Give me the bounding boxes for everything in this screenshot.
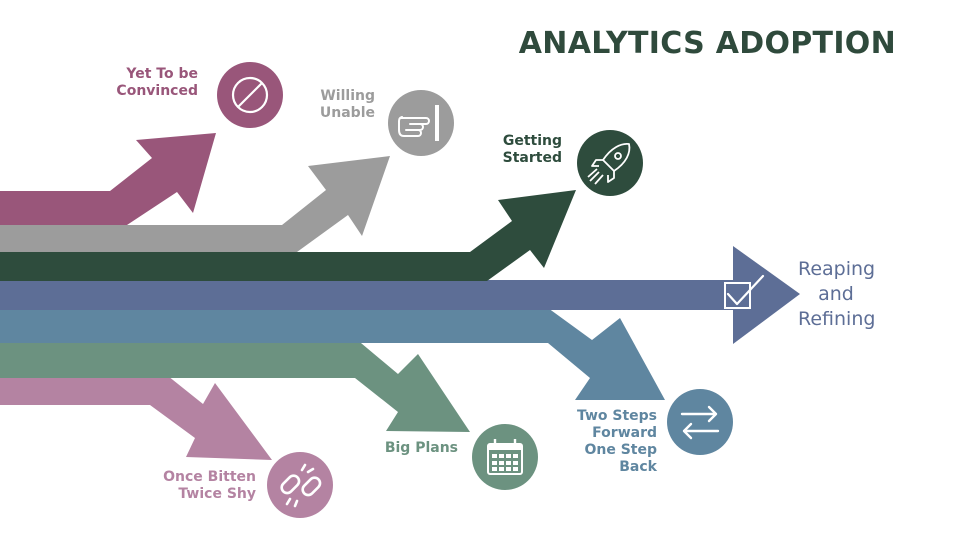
arrow-big-plans [0, 338, 470, 432]
label-line: Twice Shy [178, 486, 256, 502]
label-line: Yet To be [126, 66, 198, 82]
label-line: One Step [584, 442, 657, 458]
pointing-hand-icon [388, 90, 454, 156]
label-line: Refining [798, 308, 876, 330]
arrow-shape-willing-unable [0, 156, 390, 252]
label-big-plans: Big Plans [358, 440, 458, 457]
arrow-getting-started [0, 190, 576, 281]
arrow-shape-yet-to-be-convinced [0, 133, 216, 225]
label-line: Back [619, 459, 657, 475]
arrow-yet-to-be-convinced [0, 133, 216, 225]
arrow-reaping [0, 246, 800, 344]
arrow-shape-two-steps [0, 308, 665, 400]
checkbox-icon [724, 274, 765, 309]
prohibited-icon [217, 62, 283, 128]
arrow-two-steps [0, 308, 665, 400]
label-line: Once Bitten [163, 469, 256, 485]
swap-arrows-icon [667, 389, 733, 455]
broken-link-icon [267, 452, 333, 518]
label-line: and [818, 283, 854, 305]
label-line: Big Plans [384, 440, 458, 456]
arrow-shape-reaping [0, 246, 800, 344]
arrow-shape-getting-started [0, 190, 576, 281]
label-line: Convinced [116, 83, 198, 99]
arrow-shape-once-bitten [0, 368, 272, 460]
page-title: ANALYTICS ADOPTION [518, 26, 896, 61]
label-line: Unable [319, 105, 375, 121]
label-line: Two Steps [576, 408, 657, 424]
label-line: Reaping [798, 258, 876, 280]
label-line: Willing [320, 88, 375, 104]
label-once-bitten: Once Bitten Twice Shy [136, 469, 256, 503]
calendar-icon [472, 424, 538, 490]
label-line: Started [502, 150, 562, 166]
label-reaping-and-refining: Reaping and Refining [798, 257, 876, 332]
arrow-willing-unable [0, 156, 390, 252]
label-getting-started: Getting Started [462, 133, 562, 167]
arrow-once-bitten [0, 368, 272, 460]
arrow-shape-big-plans [0, 338, 470, 432]
label-two-steps-forward: Two Steps Forward One Step Back [557, 408, 657, 476]
rocket-icon [577, 130, 643, 196]
label-line: Forward [592, 425, 657, 441]
label-line: Getting [502, 133, 562, 149]
label-willing-unable: Willing Unable [275, 88, 375, 122]
label-yet-to-be-convinced: Yet To be Convinced [78, 66, 198, 100]
